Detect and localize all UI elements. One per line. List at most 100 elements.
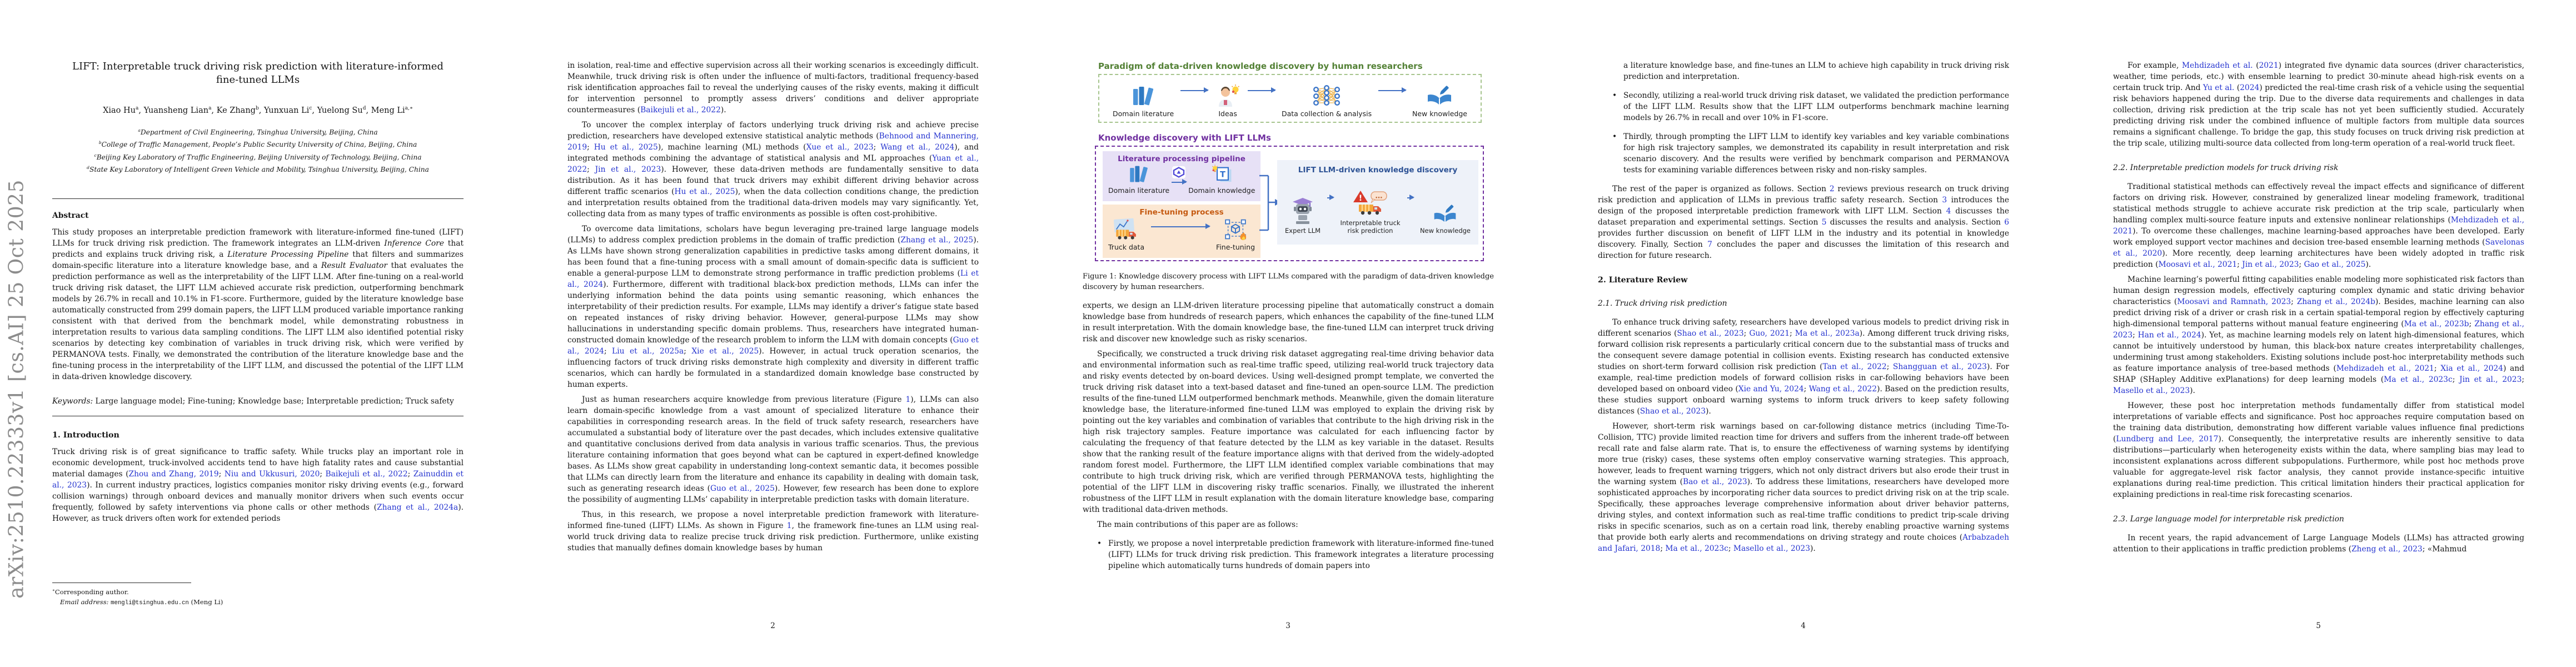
citation-link[interactable]: Liu et al., 2025a (612, 347, 684, 356)
citation-link[interactable]: Guo et al., 2024 (567, 336, 979, 356)
citation-link[interactable]: Ma et al., 2023c (1665, 544, 1728, 553)
citation-link[interactable]: Guo et al., 2025 (710, 484, 775, 493)
citation-link[interactable]: Xie et al., 2025 (691, 347, 759, 356)
footnote-line: Email address: mengli@tsinghua.edu.cn (M… (60, 598, 223, 606)
body-paragraph: The main contributions of this paper are… (1097, 520, 1298, 529)
citation-link[interactable]: Masello et al., 2023 (2113, 386, 2190, 395)
citation-link[interactable]: Ma et al., 2023b (2404, 320, 2469, 328)
box-title: Literature processing pipeline (1118, 155, 1245, 163)
citation-link[interactable]: 5 (1821, 218, 1827, 227)
citation-link[interactable]: 2 (1829, 185, 1835, 193)
page-body: a literature knowledge base, and fine-tu… (1598, 60, 2009, 558)
neural-network-icon (1313, 85, 1341, 106)
body-paragraph: To overcome data limitations, scholars h… (567, 225, 979, 389)
paper-title: LIFT: Interpretable truck driving risk p… (72, 61, 444, 86)
arrow-right-icon (1248, 87, 1276, 93)
citation-link[interactable]: Tan et al., 2022 (1822, 362, 1887, 371)
citation-link[interactable]: Ma et al., 2023a (1795, 329, 1860, 338)
citation-link[interactable]: Li et al., 2024 (567, 269, 979, 289)
affiliation-line: bCollege of Traffic Management, People’s… (98, 140, 417, 149)
citation-link[interactable]: Guo, 2021 (1749, 329, 1790, 338)
body-paragraph: However, these post hoc interpretation m… (2113, 401, 2525, 499)
subsection-heading: 2.2. Interpretable prediction models for… (2113, 163, 2339, 172)
figure-node-fine-tuning: Fine-tuning (1216, 218, 1255, 251)
lift-llm-dashed-box: Literature processing pipeline Domain li… (1095, 146, 1484, 261)
section-heading: 2. Literature Review (1598, 276, 1688, 285)
citation-link[interactable]: Mehdizadeh et al., 2021 (2336, 364, 2434, 373)
page-number: 4 (1801, 621, 1806, 630)
citation-link[interactable]: Zainuddin et al., 2023 (52, 469, 464, 490)
citation-link[interactable]: Shao et al., 2023 (1677, 329, 1744, 338)
citation-link[interactable]: 7 (1707, 240, 1712, 249)
bullet-item: •Firstly, we propose a novel interpretab… (1097, 539, 1494, 570)
citation-link[interactable]: Jin et al., 2023 (595, 165, 661, 174)
citation-link[interactable]: Zhang et al., 2025 (900, 236, 974, 245)
citation-link[interactable]: 2024 (2240, 83, 2260, 92)
citation-link[interactable]: Bao et al., 2023 (1683, 477, 1747, 486)
llm-process-arrow (1172, 159, 1188, 189)
citation-link[interactable]: Xue et al., 2023 (806, 143, 874, 152)
citation-link[interactable]: Savelonas et al., 2020 (2113, 238, 2524, 258)
citation-link[interactable]: Shangguan et al., 2023 (1892, 362, 1987, 371)
email-link[interactable]: mengli@tsinghua.edu.cn (111, 600, 189, 606)
citation-link[interactable]: Behnood and Mannering, 2019 (567, 132, 979, 152)
citation-link[interactable]: 2021 (2259, 61, 2279, 70)
citation-link[interactable]: Arbabzadeh and Jafari, 2018 (1598, 533, 2009, 553)
figure-node-new-knowledge-2: New knowledge (1420, 177, 1471, 235)
citation-link[interactable]: Lundberg and Lee, 2017 (2116, 435, 2219, 444)
body-paragraph: experts, we design an LLM-driven literat… (1083, 301, 1494, 344)
citation-link[interactable]: Xie and Yu, 2024 (1738, 385, 1804, 394)
bullet-marker-icon: • (1097, 539, 1102, 548)
citation-link[interactable]: Jin et al., 2023 (2242, 260, 2299, 269)
citation-link[interactable]: 6 (2004, 218, 2010, 227)
citation-link[interactable]: Hu et al., 2025 (674, 187, 735, 196)
citation-link[interactable]: Shao et al., 2023 (1640, 407, 1706, 416)
figure-node-domain-literature-2: Domain literature (1108, 165, 1169, 195)
citation-link[interactable]: Masello et al., 2023 (1733, 544, 1810, 553)
citation-link[interactable]: Zhang et al., 2024a (377, 502, 459, 512)
citation-link[interactable]: Zhang et al., 2024b (2296, 297, 2375, 306)
author-line: Xiao Hua, Yuansheng Liana, Ke Zhangb, Yu… (103, 105, 413, 115)
citation-link[interactable]: Zhou and Zhang, 2019 (128, 469, 219, 479)
citation-link[interactable]: Xia et al., 2024 (2440, 364, 2503, 373)
citation-link[interactable]: 3 (1942, 196, 1947, 205)
footnote: ∗Corresponding author.Email address: men… (52, 583, 464, 608)
node-label: New knowledge (1419, 227, 1471, 235)
emphasis-text: Email address: (60, 598, 109, 606)
citation-link[interactable]: 4 (1946, 207, 1951, 216)
citation-link[interactable]: Wang et al., 2024 (880, 143, 955, 152)
citation-link[interactable]: Baikejuli et al., 2022 (325, 469, 408, 479)
citation-link[interactable]: 1 (905, 395, 911, 404)
llm-discovery-box: LIFT LLM-driven knowledge discovery Expe… (1277, 160, 1478, 245)
citation-link[interactable]: 1 (786, 521, 792, 530)
citation-link[interactable]: Niu and Ukkusuri, 2020 (224, 469, 320, 479)
fine-tuning-icon (1225, 219, 1247, 240)
citation-link[interactable]: Zheng et al., 2023 (2351, 545, 2423, 554)
arrow-right-icon (1151, 223, 1210, 229)
citation-link[interactable]: Mehdizadeh et al. (2181, 61, 2253, 70)
citation-link[interactable]: Moosavi et al., 2021 (2158, 260, 2238, 269)
citation-link[interactable]: Ma et al., 2023c (2384, 375, 2453, 384)
citation-link[interactable]: Jin et al., 2023 (2459, 375, 2522, 384)
citation-link[interactable]: Baikejuli et al., 2022 (640, 106, 721, 115)
figure-node-expert-llm: Expert LLM (1285, 177, 1321, 235)
citation-link[interactable]: Wang et al., 2022 (1808, 385, 1877, 394)
citation-link[interactable]: Moosavi and Ramnath, 2023 (2177, 297, 2291, 306)
citation-link[interactable]: Han et al., 2024 (2137, 331, 2201, 340)
citation-link[interactable]: Mehdizadeh et al., 2021 (2113, 216, 2524, 236)
divider-rule (52, 198, 464, 199)
figure-node-domain-knowledge: T Domain knowledge (1188, 165, 1255, 195)
affiliation-line: dState Key Laboratory of Intelligent Gre… (87, 165, 429, 174)
citation-link[interactable]: Zhang et al., 2023 (2113, 320, 2525, 340)
body-paragraph: In recent years, the rapid advancement o… (2113, 534, 2524, 554)
citation-link[interactable]: Gao et al., 2025 (2304, 260, 2366, 269)
node-label: Expert LLM (1285, 227, 1321, 235)
citation-link[interactable]: Yuan et al., 2022 (567, 154, 979, 174)
node-label: Data collection & analysis (1281, 109, 1372, 118)
citation-link[interactable]: Hu et al., 2025 (594, 143, 658, 152)
citation-link[interactable]: Yu et al. (2203, 83, 2235, 92)
